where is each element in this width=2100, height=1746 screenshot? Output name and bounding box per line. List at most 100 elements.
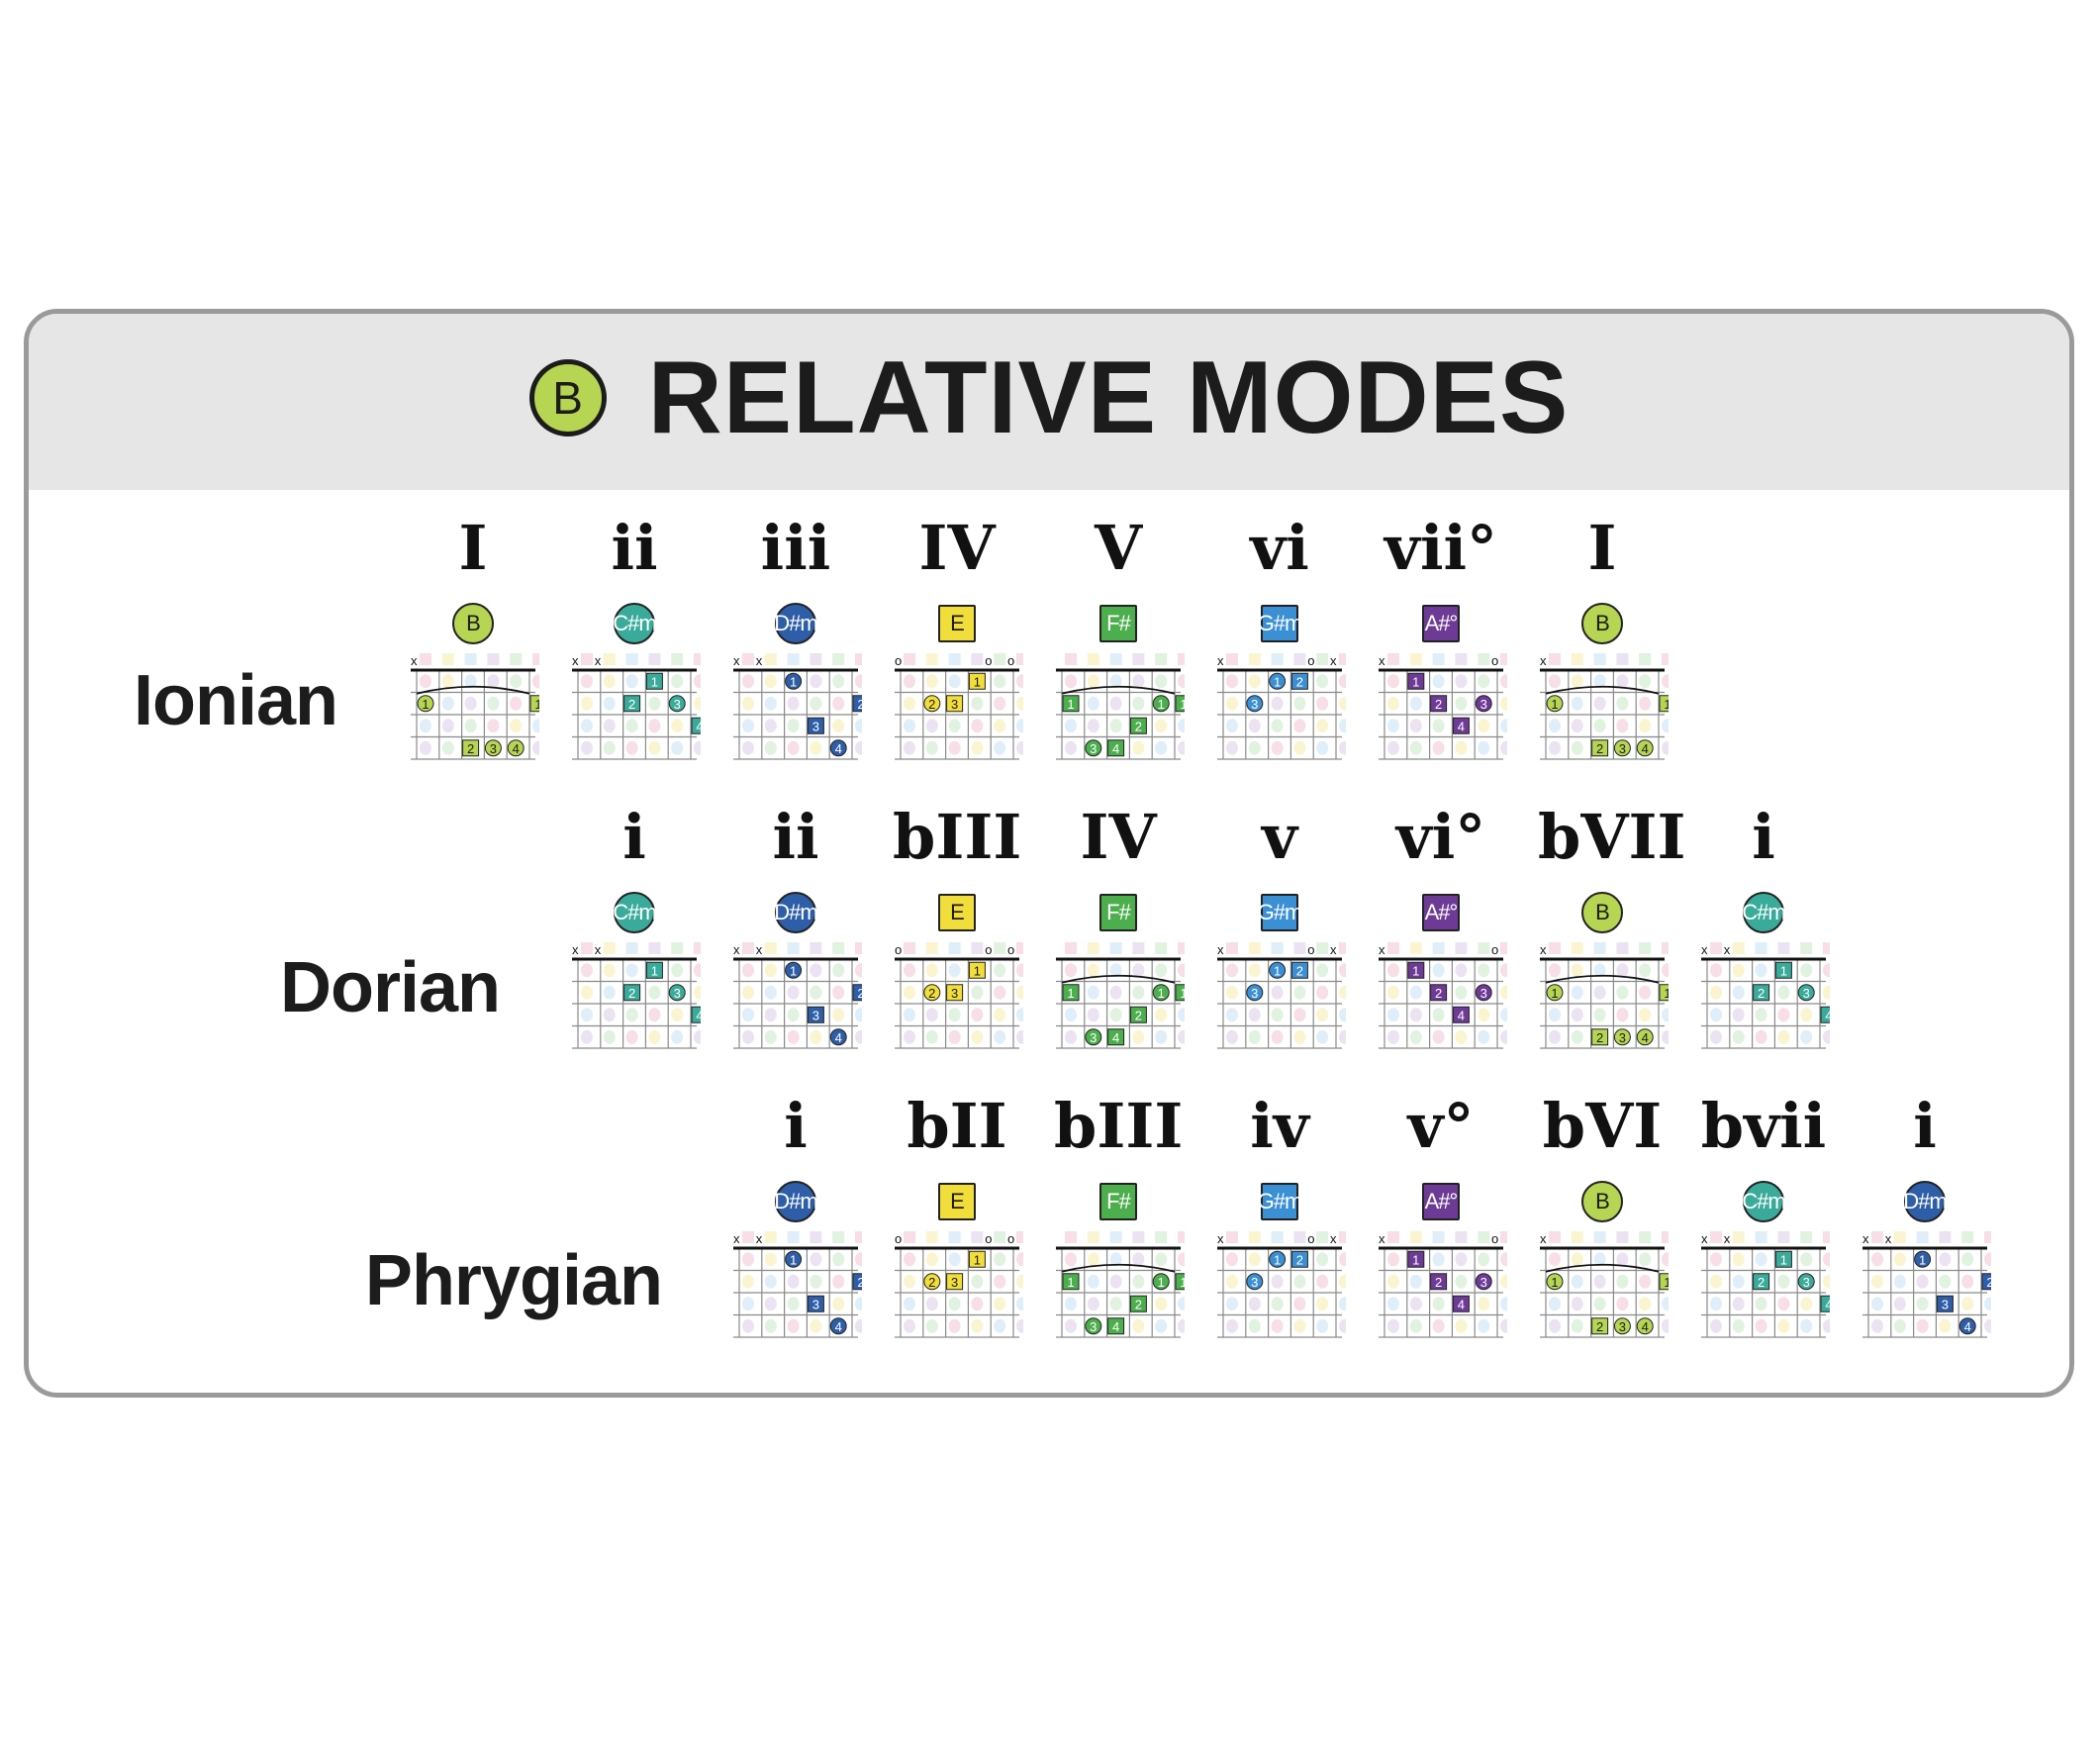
open-string-marker: o (1307, 1231, 1314, 1246)
background-tint (694, 1029, 701, 1044)
finger-number: 3 (951, 1275, 958, 1290)
background-tint (904, 1297, 915, 1311)
background-tint (1065, 653, 1077, 665)
roman-numeral: bII (907, 1090, 1007, 1162)
background-tint (832, 985, 845, 1000)
background-tint (855, 740, 862, 755)
background-tint (1616, 696, 1629, 711)
background-tint (1571, 1029, 1583, 1044)
background-tint (1109, 985, 1122, 1000)
background-tint (1710, 1252, 1722, 1267)
background-tint (764, 696, 777, 711)
chord-diagram: xx1234 (733, 653, 862, 760)
finger-number: 1 (1274, 1252, 1281, 1267)
background-tint (1755, 963, 1767, 978)
background-tint (1226, 719, 1238, 733)
muted-string-marker: x (1540, 1231, 1547, 1246)
background-tint (1616, 963, 1629, 978)
background-tint (971, 1231, 984, 1243)
finger-number: 1 (1551, 1275, 1558, 1290)
background-tint (1132, 942, 1145, 954)
background-tint (1478, 719, 1490, 733)
muted-string-marker: x (733, 1231, 740, 1246)
background-tint (1178, 1318, 1185, 1333)
background-tint (1871, 1252, 1883, 1267)
muted-string-marker: x (756, 1231, 763, 1246)
background-tint (581, 674, 593, 689)
finger-dot (507, 739, 525, 757)
finger-number: 3 (1251, 697, 1258, 712)
background-tint (1271, 719, 1284, 733)
background-tint (1478, 674, 1490, 689)
finger-dot (829, 1317, 847, 1335)
finger-dot (1152, 984, 1170, 1002)
background-tint (1616, 653, 1629, 665)
finger-number: 2 (628, 697, 635, 712)
finger-dot (1820, 1006, 1830, 1023)
finger-number: 1 (974, 1252, 981, 1267)
muted-string-marker: x (1701, 942, 1708, 957)
finger-number: 2 (1135, 1297, 1142, 1311)
finger-dot (1290, 1250, 1308, 1268)
background-tint (1132, 985, 1145, 1000)
finger-dot (1797, 1273, 1815, 1291)
chord-badge: E (938, 605, 976, 642)
background-tint (1500, 985, 1507, 1000)
muted-string-marker: x (1862, 1231, 1869, 1246)
mode-label-phrygian: Phrygian (364, 1241, 663, 1320)
background-tint (742, 963, 754, 978)
background-tint (1455, 1231, 1468, 1243)
finger-dot (852, 695, 862, 713)
background-tint (1248, 1252, 1261, 1267)
background-tint (581, 1029, 593, 1044)
background-tint (764, 985, 777, 1000)
background-tint (581, 942, 593, 954)
background-tint (742, 653, 754, 665)
background-tint (994, 740, 1006, 755)
background-tint (1248, 1297, 1261, 1311)
background-tint (1916, 1318, 1929, 1333)
background-tint (1178, 1029, 1185, 1044)
finger-number: 3 (674, 986, 681, 1001)
background-tint (971, 1274, 984, 1289)
background-tint (1109, 1274, 1122, 1289)
background-tint (1387, 1318, 1399, 1333)
background-tint (1800, 1008, 1813, 1022)
roman-numeral: ii (611, 512, 658, 584)
background-tint (1500, 719, 1507, 733)
background-tint (742, 942, 754, 954)
background-tint (925, 1297, 938, 1311)
background-tint (1478, 1252, 1490, 1267)
finger-dot (1546, 984, 1564, 1002)
finger-dot (1820, 1295, 1830, 1312)
background-tint (581, 740, 593, 755)
background-tint (1662, 719, 1669, 733)
background-tint (625, 963, 638, 978)
finger-number: 3 (951, 697, 958, 712)
background-tint (1432, 1252, 1445, 1267)
background-tint (1132, 696, 1145, 711)
background-tint (625, 674, 638, 689)
background-tint (1065, 1008, 1077, 1022)
background-tint (810, 1029, 822, 1044)
background-tint (1155, 653, 1168, 665)
finger-number: 3 (1251, 1275, 1258, 1290)
title-row: B RELATIVE MODES (29, 340, 2069, 455)
finger-dot (785, 672, 803, 690)
roman-numeral: i (1913, 1090, 1937, 1162)
background-tint (487, 719, 500, 733)
background-tint (1016, 740, 1023, 755)
background-tint (1455, 1318, 1468, 1333)
finger-number: 3 (812, 719, 819, 733)
background-tint (1248, 1008, 1261, 1022)
background-tint (1500, 942, 1507, 954)
finger-number: 1 (790, 674, 797, 689)
finger-number: 3 (1480, 697, 1487, 712)
background-tint (1893, 1274, 1906, 1289)
background-tint (1132, 674, 1145, 689)
finger-number: 3 (1090, 741, 1097, 756)
chord-diagram: x11234 (1540, 653, 1669, 760)
finger-dot (1936, 1295, 1954, 1312)
finger-dot (1981, 1273, 1991, 1291)
background-tint (1639, 1274, 1652, 1289)
